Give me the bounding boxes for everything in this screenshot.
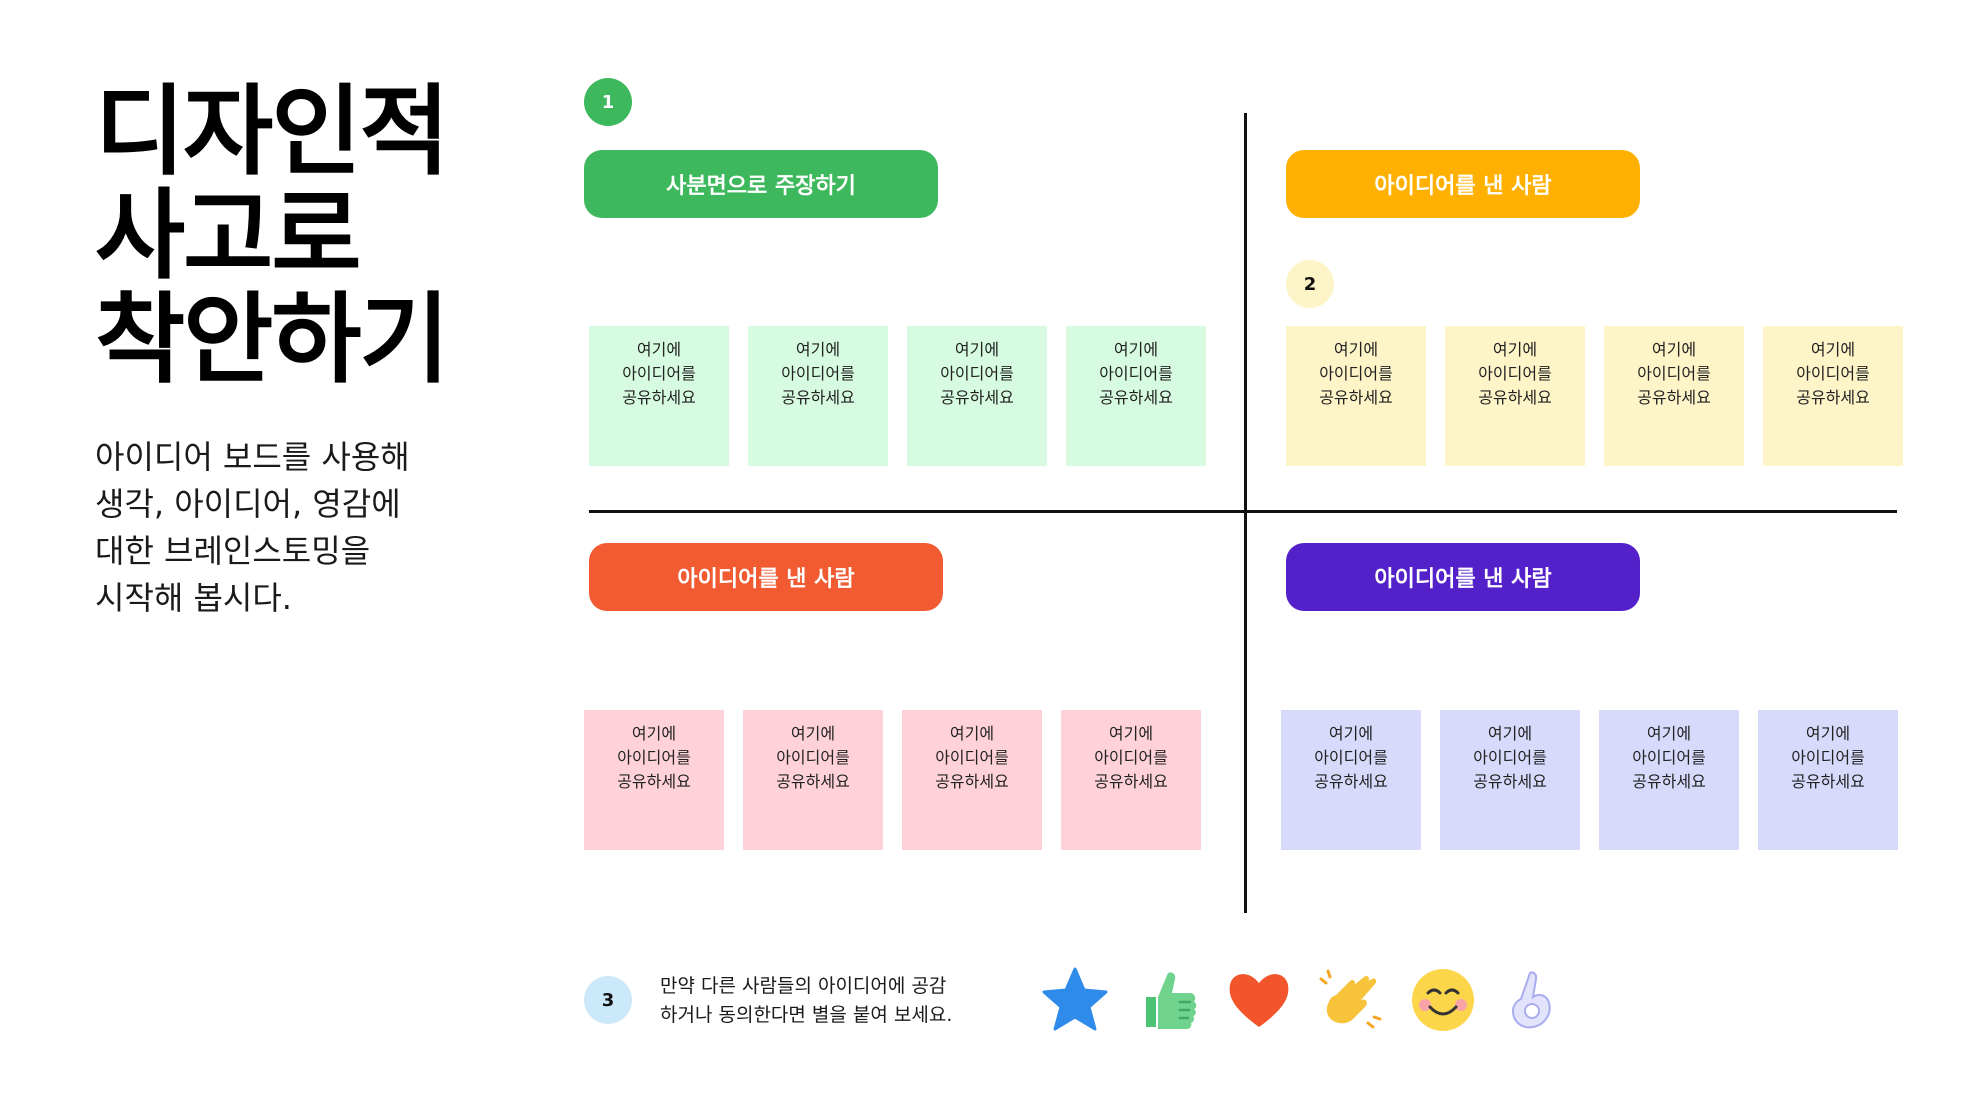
note-text: 공유하세요	[1637, 388, 1711, 407]
instruction-text: 만약 다른 사람들의 아이디어에 공감 하거나 동의한다면 별을 붙여 보세요.	[660, 972, 1000, 1030]
note-text: 여기에	[1646, 724, 1692, 743]
note-text: 아이디어를	[940, 364, 1014, 383]
note-text: 공유하세요	[1796, 388, 1870, 407]
instruction-line-1: 만약 다른 사람들의 아이디어에 공감	[660, 975, 947, 997]
note-text: 아이디어를	[1632, 748, 1706, 767]
description-line-4: 시작해 봅시다.	[95, 579, 292, 617]
note-text: 여기에	[790, 724, 836, 743]
note-text: 여기에	[1805, 724, 1851, 743]
note-text: 공유하세요	[781, 388, 855, 407]
note-text: 공유하세요	[617, 772, 691, 791]
note-text: 여기에	[1328, 724, 1374, 743]
note-text: 아이디어를	[1791, 748, 1865, 767]
title-line-2: 사고로	[95, 179, 361, 293]
title-line-3: 착안하기	[95, 283, 450, 397]
quadrant-label-top-right[interactable]: 아이디어를 낸 사람	[1286, 150, 1640, 218]
note-text: 공유하세요	[1791, 772, 1865, 791]
page-title: 디자인적 사고로 착안하기	[95, 80, 515, 392]
note-text: 공유하세요	[935, 772, 1009, 791]
description-line-3: 대한 브레인스토밍을	[95, 532, 371, 570]
note-text: 아이디어를	[781, 364, 855, 383]
note-text: 여기에	[1651, 340, 1697, 359]
quadrant-label-bottom-left[interactable]: 아이디어를 낸 사람	[589, 543, 943, 611]
quadrant-label-bottom-right[interactable]: 아이디어를 낸 사람	[1286, 543, 1640, 611]
note-text: 공유하세요	[622, 388, 696, 407]
smiley-face-icon[interactable]	[1408, 965, 1478, 1035]
note-text: 공유하세요	[940, 388, 1014, 407]
note-text: 공유하세요	[1094, 772, 1168, 791]
note-text: 아이디어를	[1314, 748, 1388, 767]
description-line-2: 생각, 아이디어, 영감에	[95, 485, 401, 523]
note-text: 아이디어를	[1473, 748, 1547, 767]
note-text: 여기에	[954, 340, 1000, 359]
description: 아이디어 보드를 사용해 생각, 아이디어, 영감에 대한 브레인스토밍을 시작…	[95, 434, 495, 622]
note-text: 공유하세요	[1473, 772, 1547, 791]
note-text: 공유하세요	[1632, 772, 1706, 791]
note-text: 공유하세요	[776, 772, 850, 791]
note-text: 공유하세요	[1099, 388, 1173, 407]
title-line-1: 디자인적	[95, 75, 450, 189]
note-text: 아이디어를	[1319, 364, 1393, 383]
note-text: 공유하세요	[1314, 772, 1388, 791]
quadrant-label-top-left[interactable]: 사분면으로 주장하기	[584, 150, 938, 218]
heart-icon[interactable]	[1224, 965, 1294, 1035]
note-text: 여기에	[1492, 340, 1538, 359]
vertical-divider	[1244, 113, 1247, 913]
note-text: 아이디어를	[1478, 364, 1552, 383]
horizontal-divider	[589, 510, 1897, 513]
note-text: 여기에	[1113, 340, 1159, 359]
instruction-line-2: 하거나 동의한다면 별을 붙여 보세요.	[660, 1004, 953, 1026]
note-text: 여기에	[636, 340, 682, 359]
reaction-stickers	[1040, 965, 1570, 1035]
note-text: 여기에	[1108, 724, 1154, 743]
step-1-badge: 1	[584, 78, 632, 126]
note-text: 아이디어를	[622, 364, 696, 383]
note-text: 여기에	[1333, 340, 1379, 359]
note-text: 공유하세요	[1478, 388, 1552, 407]
thumbs-up-icon[interactable]	[1132, 965, 1202, 1035]
description-line-1: 아이디어 보드를 사용해	[95, 438, 410, 476]
note-text: 아이디어를	[776, 748, 850, 767]
note-text: 아이디어를	[1637, 364, 1711, 383]
note-text: 아이디어를	[1099, 364, 1173, 383]
step-3-badge: 3	[584, 976, 632, 1024]
note-text: 여기에	[795, 340, 841, 359]
note-text: 아이디어를	[935, 748, 1009, 767]
note-text: 아이디어를	[1094, 748, 1168, 767]
step-2-badge: 2	[1286, 260, 1334, 308]
note-text: 여기에	[1810, 340, 1856, 359]
note-text: 여기에	[1487, 724, 1533, 743]
star-icon[interactable]	[1040, 965, 1110, 1035]
ok-hand-icon[interactable]	[1500, 965, 1570, 1035]
note-text: 여기에	[631, 724, 677, 743]
note-text: 공유하세요	[1319, 388, 1393, 407]
clapping-hands-icon[interactable]	[1316, 965, 1386, 1035]
note-text: 여기에	[949, 724, 995, 743]
note-text: 아이디어를	[617, 748, 691, 767]
note-text: 아이디어를	[1796, 364, 1870, 383]
